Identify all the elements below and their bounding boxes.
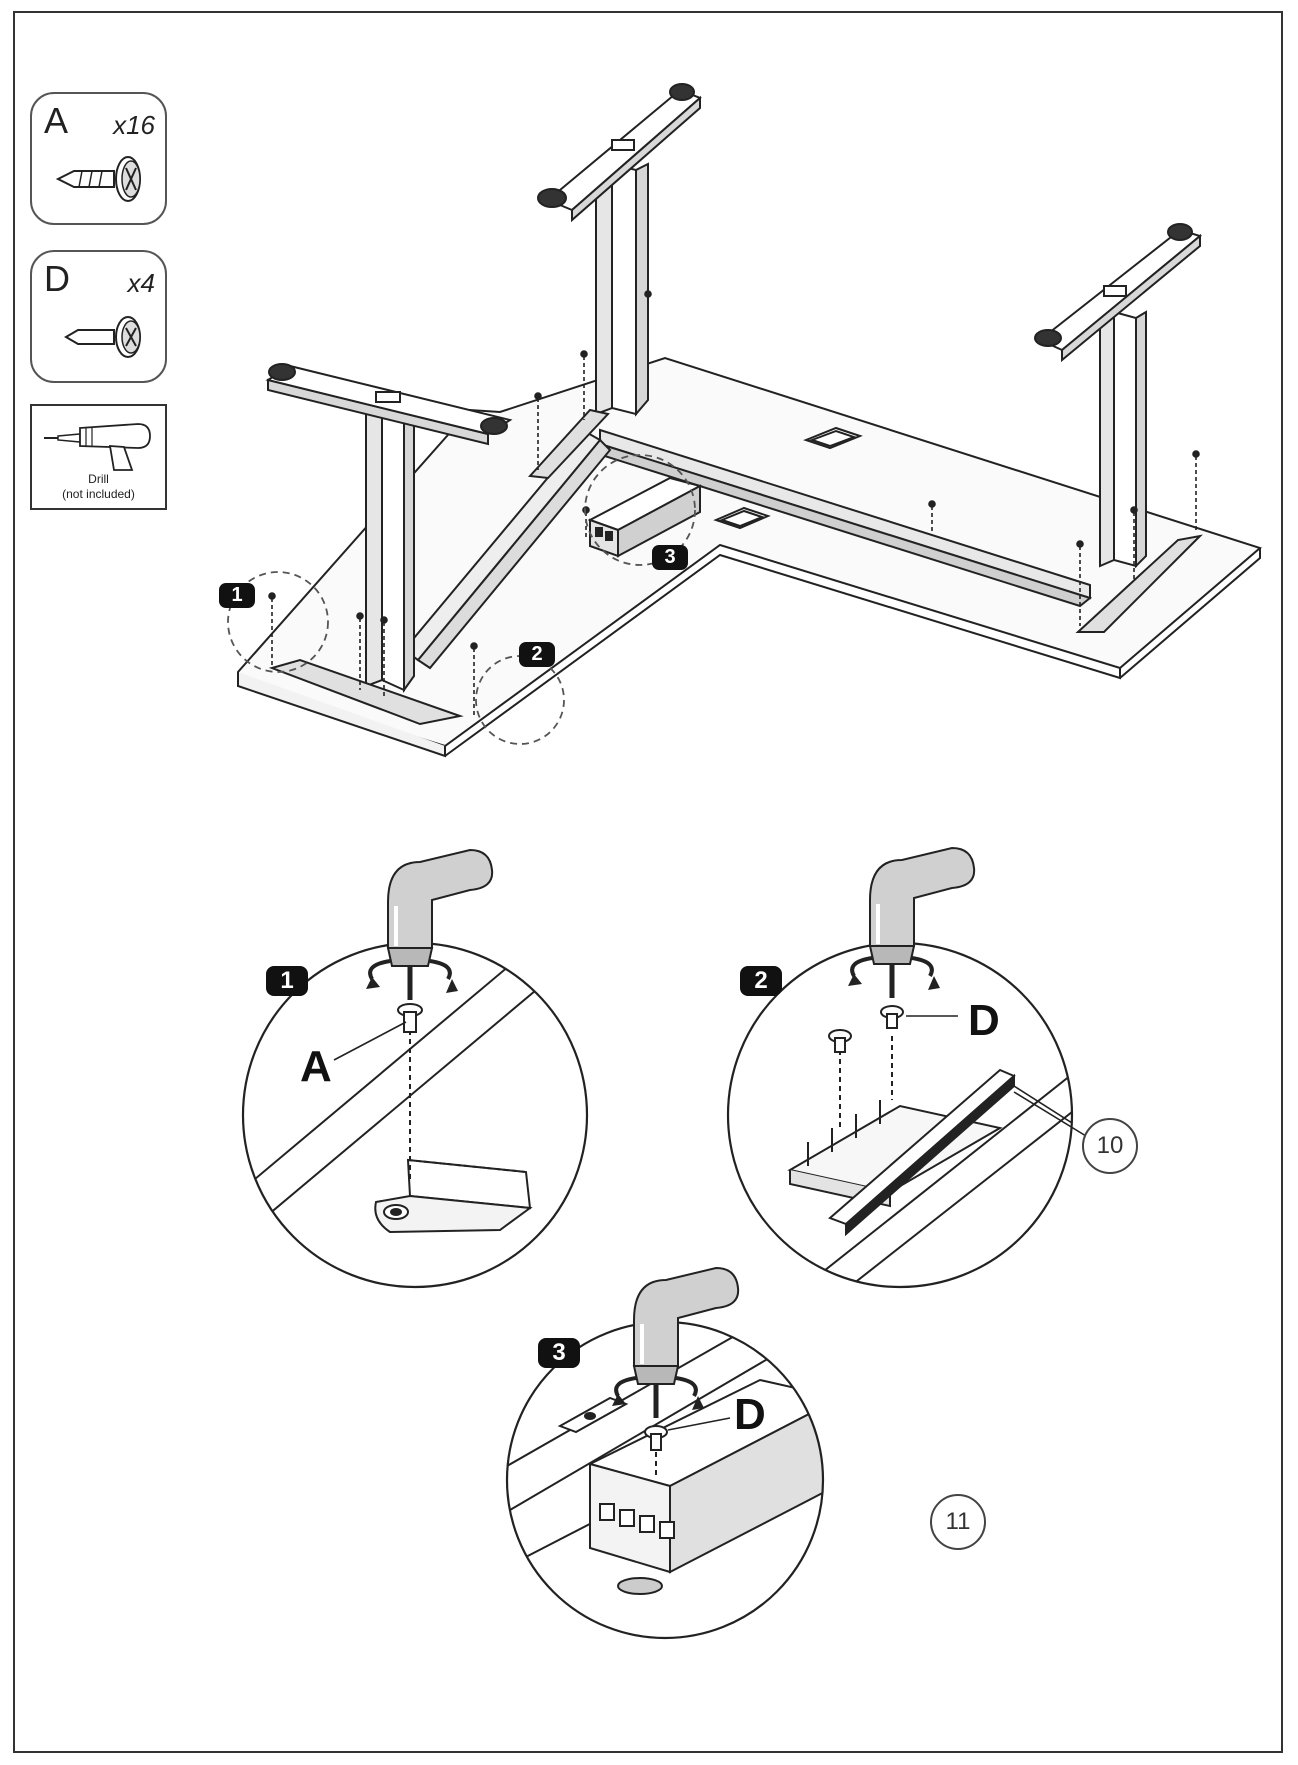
overview-callout-1: 1 <box>219 583 255 608</box>
hardware-quantity: x16 <box>113 110 155 140</box>
detail-3 <box>505 1268 825 1640</box>
screw-a-icon <box>55 156 141 202</box>
screw-d-icon <box>64 316 141 358</box>
hardware-letter: A <box>44 100 69 141</box>
detail-1 <box>241 850 589 1289</box>
hardware-quantity: x4 <box>127 268 155 298</box>
part-ref-10: 10 <box>1082 1118 1138 1174</box>
hardware-box-d: D x4 <box>30 250 167 383</box>
drill-box: Drill (not included) <box>30 404 167 510</box>
drill-icon <box>44 423 151 471</box>
overview-screws <box>268 290 1200 716</box>
tool-name: Drill <box>88 472 109 486</box>
hardware-letter: D <box>44 258 70 299</box>
detail-2 <box>726 848 1087 1289</box>
tool-note: (not included) <box>62 487 135 501</box>
overview-callout-2: 2 <box>519 642 555 667</box>
hardware-box-a: A x16 <box>30 92 167 225</box>
detail-step-3-badge: 3 <box>538 1338 580 1368</box>
part-ref-11: 11 <box>930 1494 986 1550</box>
overview-callout-3: 3 <box>652 545 688 570</box>
detail-step-2-badge: 2 <box>740 966 782 996</box>
detail-1-screw-label: A <box>300 1042 332 1091</box>
page-frame <box>13 11 1283 1753</box>
detail-step-1-badge: 1 <box>266 966 308 996</box>
detail-2-screw-label: D <box>968 996 1000 1045</box>
desk-frame-overview <box>237 83 1263 758</box>
detail-3-screw-label: D <box>734 1390 766 1439</box>
